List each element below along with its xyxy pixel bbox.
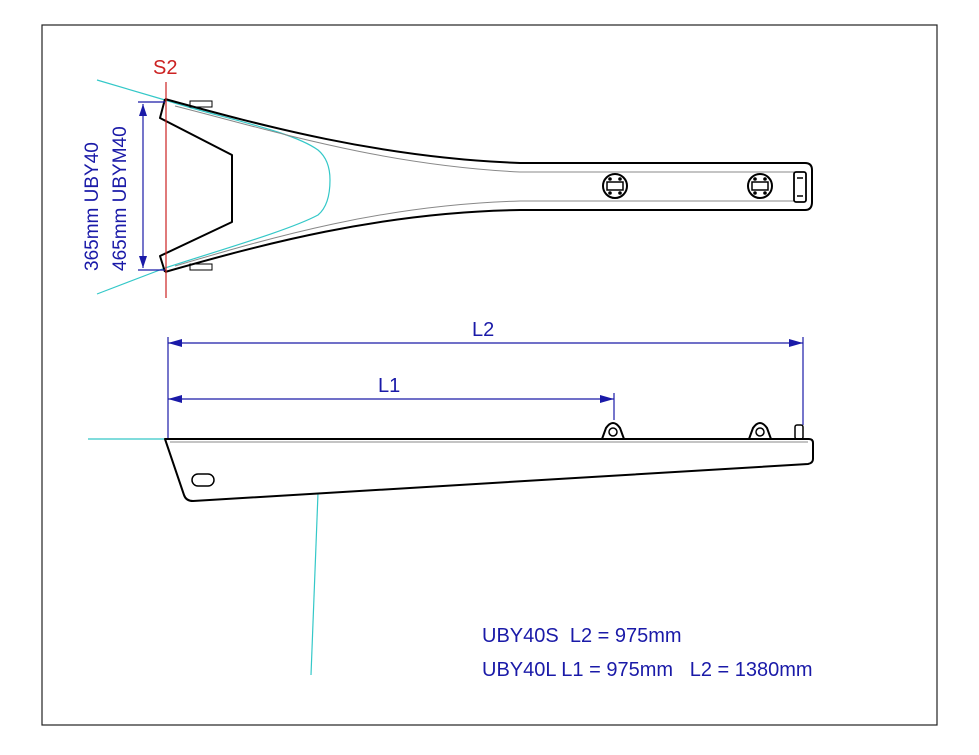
tab-top — [189, 100, 213, 108]
side-rigging-point-1 — [599, 422, 627, 440]
rigging-point-2 — [747, 173, 773, 199]
end-bracket — [793, 171, 807, 203]
dimension-label-l1: L1 — [378, 375, 400, 397]
cyan-guide-upper — [96, 79, 166, 101]
width-label-uby40: 365mm UBY40 — [82, 142, 103, 271]
cyan-inner-profile — [164, 99, 331, 269]
cyan-diagonal-guide — [310, 492, 319, 676]
top-view: S2 365mm UBY40 465mm UBYM40 — [82, 57, 813, 298]
rigging-point-1 — [602, 173, 628, 199]
beam-inner-line-top — [174, 105, 795, 173]
width-label-ubym40: 465mm UBYM40 — [110, 126, 131, 271]
tab-bottom — [189, 263, 213, 271]
spec-line-uby40s: UBY40S L2 = 975mm — [482, 625, 682, 647]
side-end-bracket — [794, 424, 804, 440]
side-rigging-point-2 — [746, 422, 774, 440]
beam-inner-line-bottom — [174, 200, 795, 267]
side-view: L2 L1 — [88, 319, 814, 676]
spec-line-uby40l: UBY40L L1 = 975mm L2 = 1380mm — [482, 659, 813, 681]
beam-top-outline — [164, 98, 813, 273]
clamp-notch — [159, 98, 233, 273]
beam-side-outline — [164, 438, 814, 502]
side-slot — [191, 473, 215, 487]
dimension-label-l2: L2 — [472, 319, 494, 341]
section-label: S2 — [153, 57, 177, 79]
cyan-guide-lower — [96, 267, 166, 295]
drawing-frame — [41, 24, 938, 726]
